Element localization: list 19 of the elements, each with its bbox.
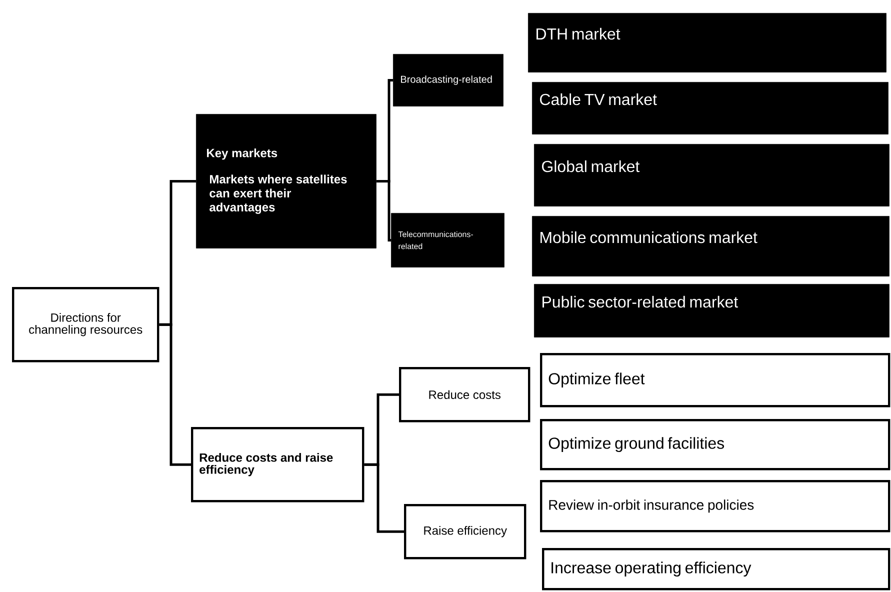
topic-box: Raise efficiency <box>404 504 526 560</box>
connector-line <box>364 463 404 533</box>
connector-line <box>159 323 191 466</box>
market-box: Cable TV market <box>532 82 888 134</box>
topic-box: Optimize ground facilities <box>540 419 890 470</box>
market-box: Global market <box>534 144 890 206</box>
topic-box: Reduce costs <box>399 367 530 422</box>
topic-box: Review in-orbit insurance policies <box>540 480 890 532</box>
market-box: Mobile communications market <box>532 216 890 276</box>
market-box: Broadcasting-related <box>393 54 504 106</box>
key-markets-box: Key markets Markets where satellites can exert their advantages <box>196 114 376 248</box>
topic-box: Reduce costs and raise efficiency <box>191 427 364 502</box>
topic-box: Directions for channeling resources <box>12 287 160 362</box>
topic-box: Increase operating efficiency <box>542 548 890 590</box>
market-box: Public sector-related market <box>534 284 890 338</box>
market-box: Telecommunications-related <box>391 213 504 268</box>
market-box: DTH market <box>528 13 886 72</box>
connector-line <box>376 180 391 242</box>
topic-box: Optimize fleet <box>540 353 890 408</box>
